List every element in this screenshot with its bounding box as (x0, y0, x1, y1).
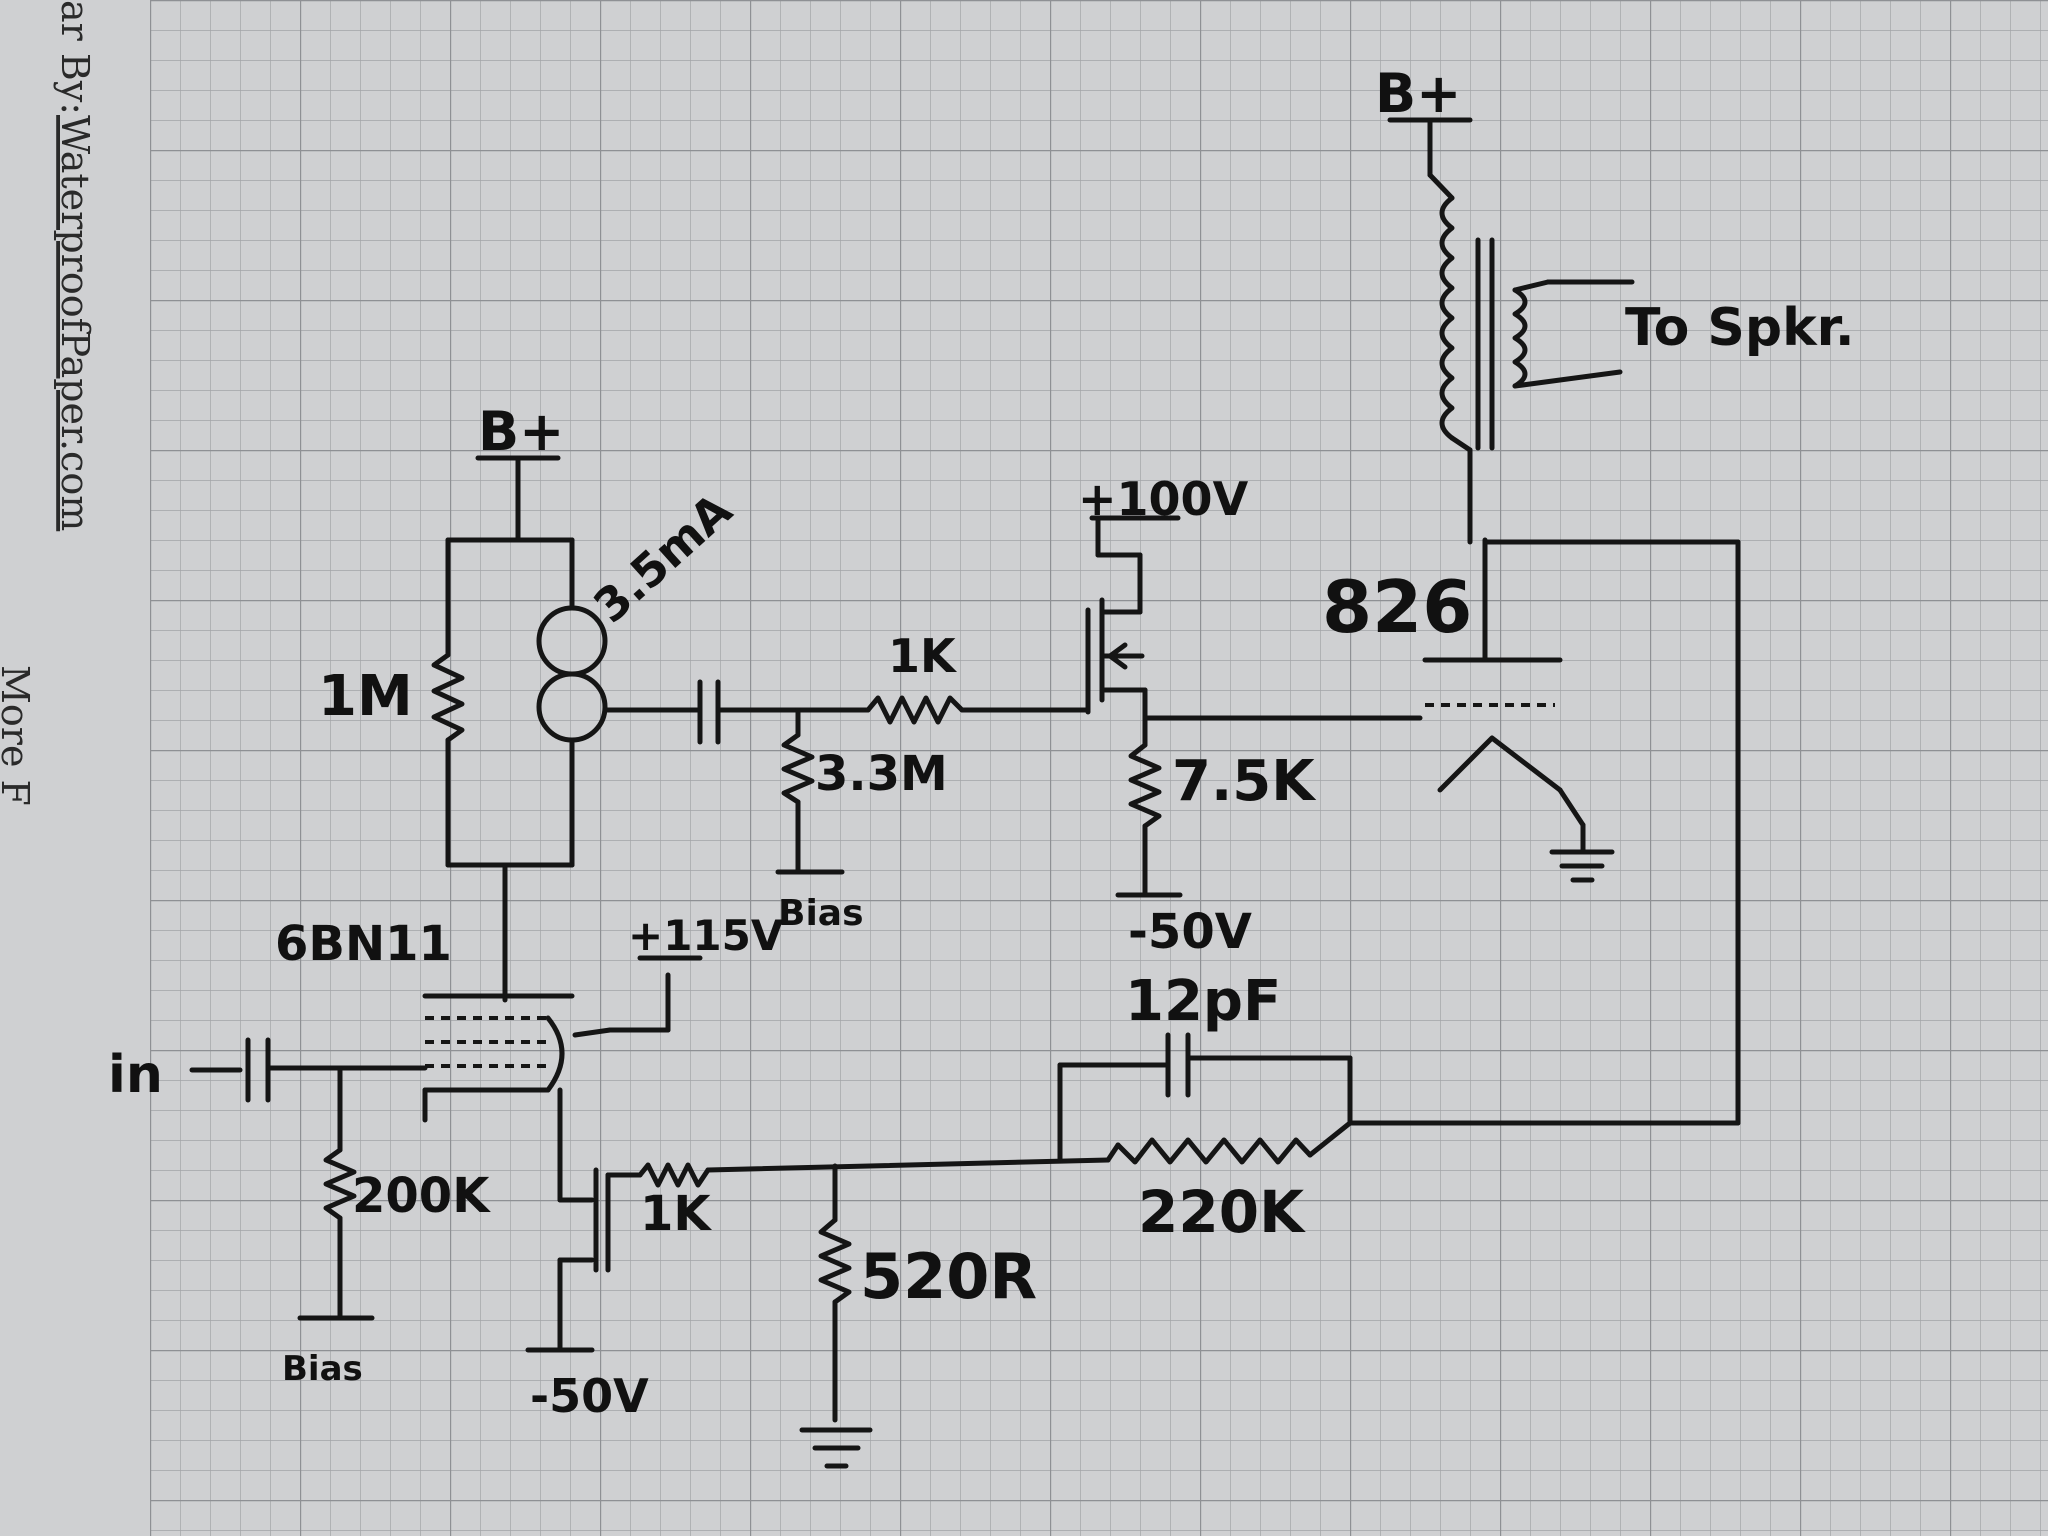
cathode-jfet (525, 1157, 643, 1353)
label-r-1m: 1M (318, 664, 413, 729)
b-plus-left-rail (445, 455, 575, 543)
label-v-neg50-right: -50V (1128, 904, 1252, 960)
label-v-115: +115V (628, 911, 784, 960)
resistor-3-3m (775, 707, 845, 875)
resistor-1k-bottom (637, 1157, 1111, 1188)
resistor-1k-top (865, 695, 1091, 725)
tube-6bn11 (422, 955, 703, 1163)
label-v-100: +100V (1078, 472, 1249, 526)
label-r-220k: 220K (1138, 1178, 1306, 1246)
label-to-speaker: To Spkr. (1625, 298, 1855, 358)
tube-826 (1347, 537, 1741, 1126)
label-r-1k-top: 1K (888, 629, 958, 683)
label-r-520r: 520R (860, 1240, 1037, 1313)
output-transformer (1387, 117, 1635, 545)
credit-link[interactable]: WaterproofPaper.com (53, 115, 97, 531)
label-r-1k-bottom: 1K (640, 1186, 712, 1242)
label-b-plus-right: B+ (1375, 62, 1461, 125)
label-bias-left: Bias (282, 1349, 363, 1389)
label-tube-826: 826 (1322, 565, 1472, 649)
credit-prefix: ar By: (53, 0, 97, 115)
feedback-network (1057, 1032, 1353, 1165)
label-b-plus-left: B+ (478, 400, 564, 463)
label-input: in (108, 1045, 163, 1105)
resistor-1m (431, 537, 465, 868)
grid-major (150, 0, 2048, 1536)
label-r-200k: 200K (352, 1168, 491, 1224)
resistor-520r (799, 1163, 873, 1469)
coupling-cap-1 (602, 679, 871, 745)
current-source-symbol (445, 537, 608, 1003)
resistor-7-5k (1115, 715, 1423, 898)
label-c-12pf: 12pF (1125, 969, 1281, 1034)
label-bias-mid: Bias (778, 893, 864, 934)
label-r-3-3m: 3.3M (815, 746, 948, 802)
more-text: More F (0, 665, 37, 806)
label-v-neg50-bottom: -50V (530, 1369, 649, 1423)
mosfet-symbol (1085, 515, 1181, 723)
resistor-200k (297, 1065, 375, 1321)
label-r-7-5k: 7.5K (1172, 749, 1317, 814)
label-tube-6bn11: 6BN11 (275, 916, 452, 972)
input-coupling-cap (189, 1037, 428, 1103)
